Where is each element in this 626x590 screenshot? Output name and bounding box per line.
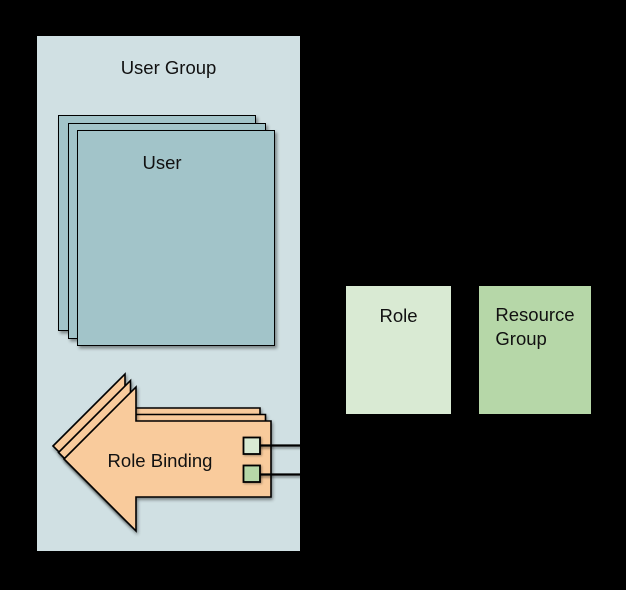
user-label: User <box>142 152 182 173</box>
resource-group-label: Resource Group <box>495 304 575 349</box>
role-binding-arrow-group: Role Binding <box>51 372 336 533</box>
user-group-label: User Group <box>120 57 217 78</box>
role-binding-arrow-front <box>62 385 272 533</box>
role-binding-label: Role Binding <box>108 450 213 471</box>
resource-group-connector-swatch <box>242 464 261 483</box>
user-card-front: User <box>77 130 275 346</box>
role-label: Role <box>379 305 418 326</box>
role-box: Role <box>345 285 452 415</box>
role-connector-swatch <box>242 436 261 455</box>
resource-group-box: Resource Group <box>478 285 592 415</box>
